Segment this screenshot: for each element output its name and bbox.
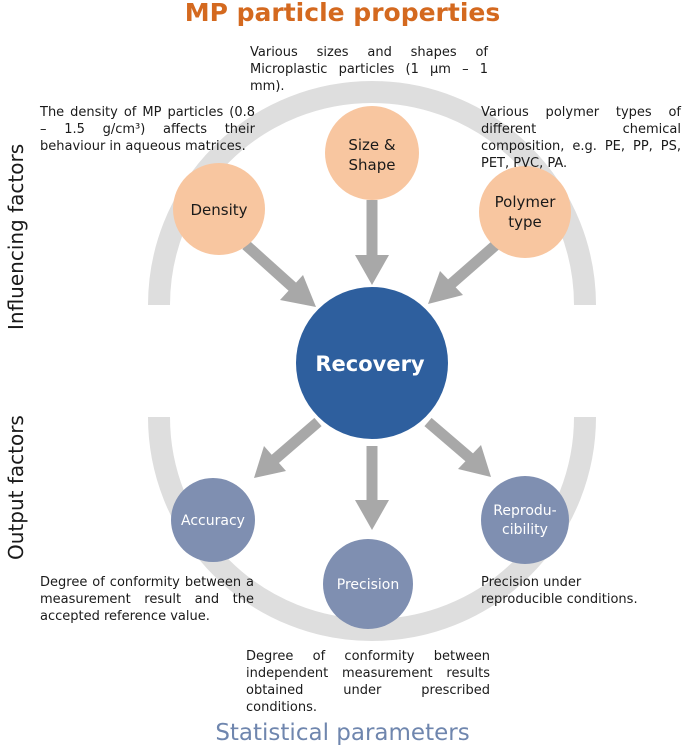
arrow-recovery-to-reproducibility	[424, 417, 491, 477]
node-polymer-label-line2: type	[508, 213, 542, 231]
node-recovery: Recovery	[296, 287, 448, 439]
node-size-shape-label-line2: Shape	[349, 156, 396, 174]
arrow-size-shape-to-recovery	[355, 200, 389, 285]
node-reproducibility-label-line1: Reprodu-	[493, 503, 556, 519]
arrow-density-to-recovery	[242, 240, 316, 307]
reproducibility-description: Precision under reproducible conditions.	[481, 575, 638, 607]
node-reproducibility: Reprodu- cibility	[481, 476, 569, 564]
node-precision-label: Precision	[337, 577, 399, 593]
arrow-polymer-to-recovery	[428, 238, 502, 304]
top-title: MP particle properties	[184, 0, 501, 27]
density-description: The density of MP particles (0.8 – 1.5 g…	[40, 105, 255, 154]
accuracy-description: Degree of conformity between a measureme…	[40, 575, 254, 624]
node-size-shape: Size & Shape	[325, 106, 419, 200]
node-accuracy-label: Accuracy	[181, 513, 245, 529]
arrow-recovery-to-accuracy	[254, 417, 322, 478]
node-reproducibility-label-line2: cibility	[502, 522, 548, 538]
node-density: Density	[173, 163, 265, 255]
node-recovery-label: Recovery	[315, 352, 425, 376]
node-accuracy: Accuracy	[171, 478, 255, 562]
node-polymer-label-line1: Polymer	[495, 193, 557, 211]
polymer-description: Various polymer types of different chemi…	[481, 105, 681, 171]
node-polymer-type: Polymer type	[479, 166, 571, 258]
size-shape-description: Various sizes and shapes of Microplastic…	[250, 45, 488, 94]
node-density-label: Density	[190, 201, 247, 219]
node-precision: Precision	[323, 539, 413, 629]
arrow-recovery-to-precision	[355, 446, 389, 530]
bottom-title: Statistical parameters	[215, 720, 470, 746]
node-size-shape-label-line1: Size &	[348, 136, 396, 154]
precision-description: Degree of conformity between independent…	[246, 649, 490, 715]
